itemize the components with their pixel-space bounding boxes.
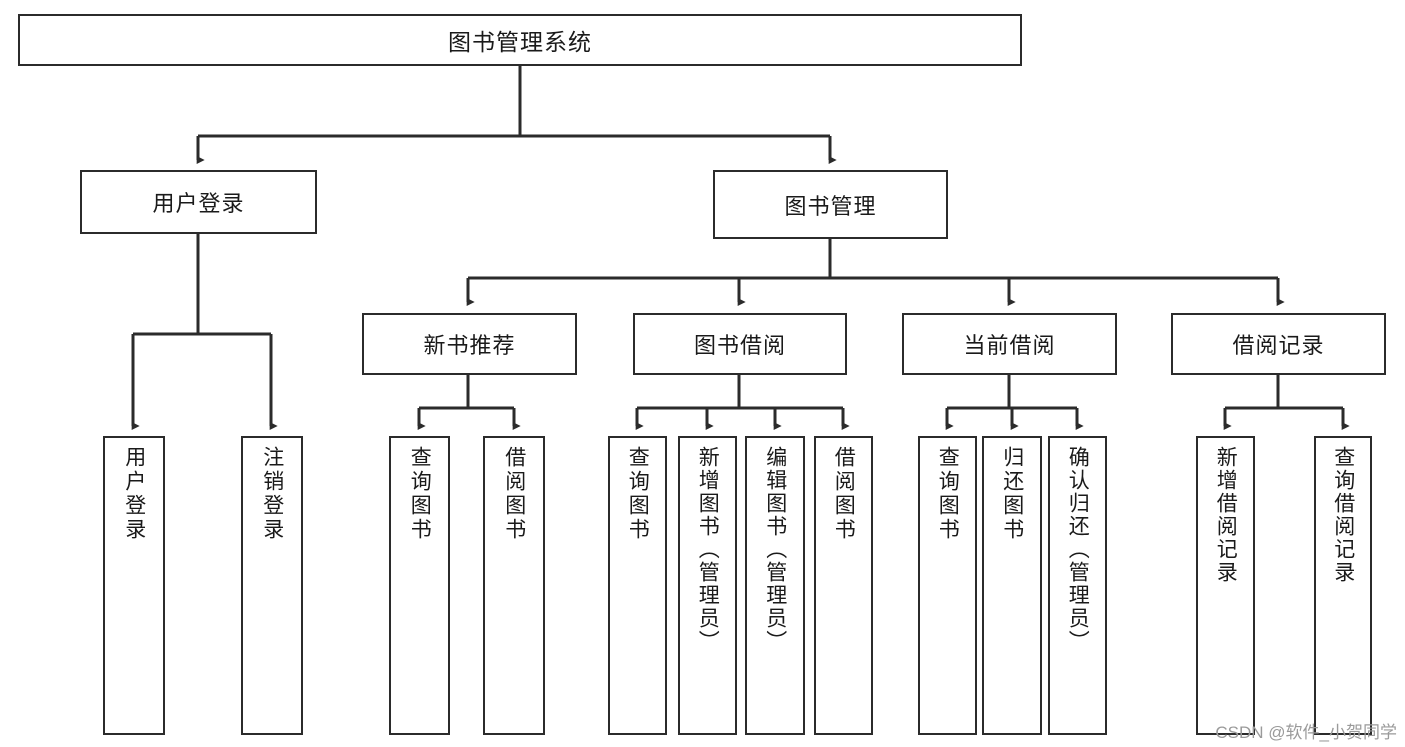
leaf-edit-book-label: 编辑图书（管理员） — [763, 446, 787, 653]
node-borrow-record-label: 借阅记录 — [1232, 333, 1325, 358]
node-user-login-label: 用户登录 — [152, 191, 245, 216]
leaf-query-book-3-label: 查询图书 — [936, 446, 960, 542]
node-root-label: 图书管理系统 — [448, 29, 592, 55]
leaf-query-record[interactable]: 查询借阅记录 — [1314, 436, 1372, 735]
leaf-query-book-2[interactable]: 查询图书 — [608, 436, 667, 735]
leaf-logout-login[interactable]: 注销登录 — [241, 436, 303, 735]
watermark: CSDN @软件_小贺同学 — [1215, 723, 1397, 742]
leaf-user-login-label: 用户登录 — [122, 446, 146, 542]
leaf-borrow-book-1-label: 借阅图书 — [502, 446, 526, 542]
node-current-borrow[interactable]: 当前借阅 — [902, 313, 1117, 375]
leaf-add-record-label: 新增借阅记录 — [1214, 446, 1238, 584]
node-book-manage-label: 图书管理 — [784, 193, 877, 219]
leaf-return-book-label: 归还图书 — [1000, 446, 1024, 542]
leaf-borrow-book-1[interactable]: 借阅图书 — [483, 436, 545, 735]
leaf-borrow-book-2-label: 借阅图书 — [832, 446, 856, 542]
leaf-query-book-2-label: 查询图书 — [626, 446, 650, 542]
node-root[interactable]: 图书管理系统 — [18, 14, 1022, 66]
node-book-manage[interactable]: 图书管理 — [713, 170, 948, 239]
leaf-add-record[interactable]: 新增借阅记录 — [1196, 436, 1255, 735]
node-book-borrow-label: 图书借阅 — [693, 333, 786, 358]
leaf-add-book[interactable]: 新增图书（管理员） — [678, 436, 737, 735]
leaf-confirm-return-label: 确认归还（管理员） — [1066, 446, 1090, 653]
leaf-confirm-return[interactable]: 确认归还（管理员） — [1048, 436, 1107, 735]
node-current-borrow-label: 当前借阅 — [963, 333, 1056, 358]
leaf-return-book[interactable]: 归还图书 — [982, 436, 1042, 735]
leaf-query-record-label: 查询借阅记录 — [1331, 446, 1355, 584]
node-user-login[interactable]: 用户登录 — [80, 170, 317, 234]
node-borrow-record[interactable]: 借阅记录 — [1171, 313, 1386, 375]
leaf-query-book-1-label: 查询图书 — [408, 446, 432, 542]
node-new-book-recommend-label: 新书推荐 — [423, 333, 516, 358]
leaf-add-book-label: 新增图书（管理员） — [696, 446, 720, 653]
leaf-query-book-1[interactable]: 查询图书 — [389, 436, 450, 735]
leaf-borrow-book-2[interactable]: 借阅图书 — [814, 436, 873, 735]
leaf-user-login[interactable]: 用户登录 — [103, 436, 165, 735]
leaf-logout-login-label: 注销登录 — [260, 446, 284, 542]
node-book-borrow[interactable]: 图书借阅 — [633, 313, 847, 375]
leaf-query-book-3[interactable]: 查询图书 — [918, 436, 977, 735]
node-new-book-recommend[interactable]: 新书推荐 — [362, 313, 577, 375]
leaf-edit-book[interactable]: 编辑图书（管理员） — [745, 436, 805, 735]
